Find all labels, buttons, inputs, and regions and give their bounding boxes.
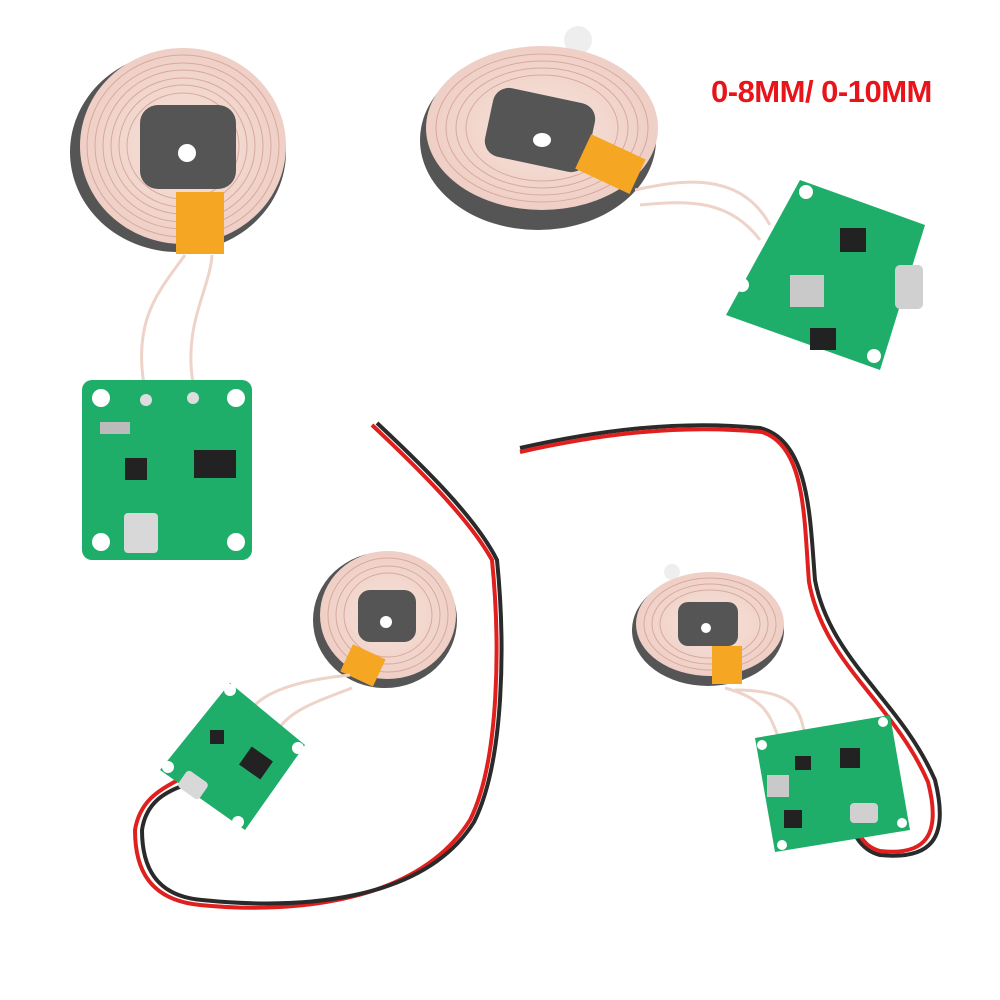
pcb-module <box>755 715 910 852</box>
ic-chip <box>795 756 811 770</box>
kit-top-left <box>70 48 286 560</box>
ic-chip <box>840 748 860 768</box>
usb-c-port <box>850 803 878 823</box>
receiver-coil <box>420 26 658 230</box>
receiver-coil <box>313 551 457 688</box>
ic-chip <box>810 328 836 350</box>
ic-chip <box>239 746 273 780</box>
kapton-tape <box>176 192 224 254</box>
kit-bottom-right <box>519 423 942 858</box>
pcb-module <box>82 380 252 560</box>
receiver-coil <box>70 48 286 254</box>
coil-leads <box>140 254 214 396</box>
kapton-tape <box>575 134 646 194</box>
ic-chip <box>840 228 866 252</box>
usb-c-port <box>178 770 208 800</box>
ferrite-core <box>484 87 596 173</box>
pcb-module <box>726 180 925 370</box>
ic-chip <box>194 450 236 478</box>
pcb-module <box>160 683 305 830</box>
ferrite-core <box>358 590 416 642</box>
coil-leads <box>724 686 807 741</box>
usb-c-port <box>124 513 158 553</box>
kapton-tape <box>712 646 742 684</box>
kit-top-right <box>420 26 925 370</box>
usb-c-port <box>895 265 923 309</box>
kit-bottom-left <box>132 421 504 910</box>
coil-leads <box>634 180 772 241</box>
inductor <box>790 275 824 307</box>
distance-caption: 0-8MM/ 0-10MM <box>711 74 932 109</box>
ic-chip <box>125 458 147 480</box>
kapton-tape <box>340 644 386 687</box>
red-black-wire <box>132 421 504 910</box>
inductor <box>767 775 789 797</box>
coil-leads <box>253 673 353 731</box>
red-black-wire <box>519 423 942 858</box>
receiver-coil <box>632 564 784 686</box>
